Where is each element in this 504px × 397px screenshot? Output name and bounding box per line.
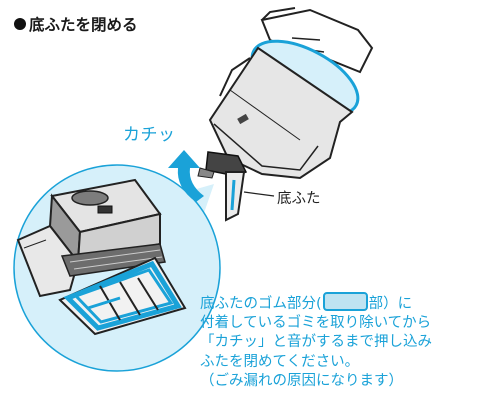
bottom-lid-label: 底ふた bbox=[277, 191, 321, 207]
bottom-lid-illustration bbox=[197, 151, 248, 222]
lid-leader-line bbox=[243, 191, 275, 197]
instruction-note: 底ふたのゴム部分( 部）に 付着しているゴミを取り除いてから 「カチッ」と音がする… bbox=[200, 292, 432, 391]
close-arrow-icon bbox=[168, 150, 204, 202]
note-line-1-after: 部）に bbox=[368, 296, 413, 312]
dust-cup-illustration bbox=[208, 39, 360, 180]
section-title-text: 底ふたを閉める bbox=[29, 16, 138, 34]
zoom-detail-illustration bbox=[13, 164, 221, 372]
note-line-3: 「カチッ」と音がするまで押し込み bbox=[200, 334, 432, 351]
bullet-icon bbox=[14, 18, 26, 30]
section-title: 底ふたを閉める bbox=[14, 13, 138, 35]
note-line-1-before: 底ふたのゴム部分( bbox=[200, 296, 322, 312]
note-line-5: （ごみ漏れの原因になります） bbox=[200, 372, 403, 389]
note-line-1: 底ふたのゴム部分( 部）に bbox=[200, 292, 432, 314]
click-sound-label: カチッ bbox=[123, 125, 176, 145]
note-line-2: 付着しているゴミを取り除いてから bbox=[200, 315, 432, 332]
rubber-seal-swatch-icon bbox=[322, 292, 368, 311]
note-line-4: ふたを閉めてください。 bbox=[200, 353, 360, 370]
